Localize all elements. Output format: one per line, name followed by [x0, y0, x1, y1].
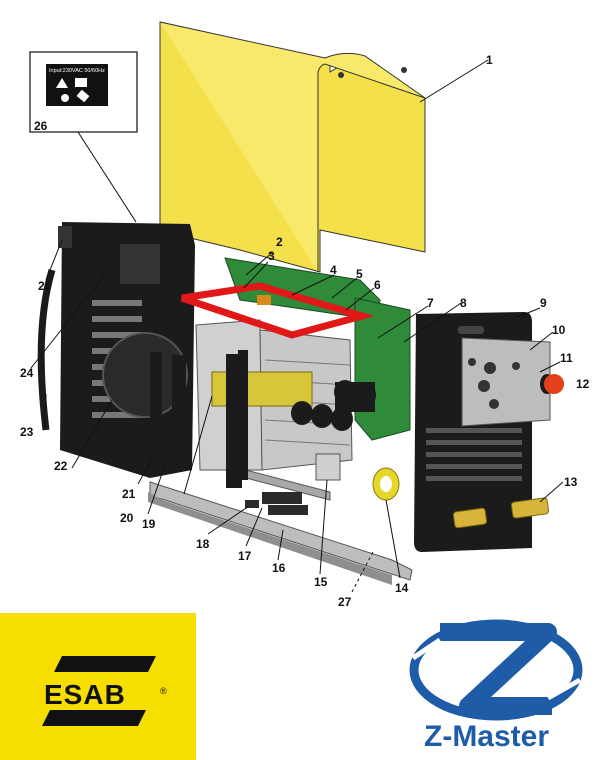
- callout-20: 20: [120, 511, 134, 525]
- callout-11: 11: [560, 351, 573, 365]
- control-panel-plate-part-10: [461, 337, 551, 427]
- callout-18: 18: [196, 537, 210, 551]
- callout-8: 8: [460, 296, 467, 310]
- support-posts: [150, 350, 248, 488]
- small-components: [245, 492, 308, 515]
- callout-14: 14: [395, 581, 409, 595]
- callout-12: 12: [576, 377, 590, 391]
- front-panel-part-9: [414, 312, 551, 552]
- callout-1: 1: [486, 53, 493, 67]
- esab-registered-mark: ®: [160, 686, 167, 696]
- plug-icon: [76, 89, 90, 103]
- output-connectors-part-13: [452, 497, 550, 529]
- callout-6: 6: [374, 278, 381, 292]
- callout-5: 5: [356, 267, 363, 281]
- screw-hole-icon: [338, 72, 344, 78]
- callout-27: 27: [338, 595, 352, 609]
- callout-21: 21: [122, 487, 136, 501]
- callout-25: 25: [38, 279, 52, 293]
- manual-book-icon: [75, 78, 87, 87]
- callout-26: 26: [34, 119, 48, 133]
- callout-23: 23: [20, 425, 34, 439]
- rating-label-part-26: Input:230VAC 50/60Hz: [29, 51, 138, 133]
- warning-triangle-icon: [56, 78, 68, 88]
- callout-10: 10: [552, 323, 566, 337]
- callout-2: 2: [276, 235, 283, 249]
- callout-3: 3: [268, 249, 275, 263]
- highlight-frame: [180, 282, 375, 339]
- ferrite-ring-part-14: [372, 467, 400, 501]
- callout-7: 7: [427, 296, 434, 310]
- callout-9: 9: [540, 296, 547, 310]
- capacitors: [291, 380, 376, 431]
- zmaster-logo: [409, 619, 583, 721]
- rating-label-text: Input:230VAC 50/60Hz: [49, 68, 105, 74]
- rear-panel-assembly: [37, 222, 195, 478]
- esab-wordmark: ESAB: [44, 679, 126, 710]
- callout-13: 13: [564, 475, 578, 489]
- leader-lines: [30, 59, 564, 593]
- callout-24: 24: [20, 366, 34, 380]
- esab-logo: [0, 613, 196, 760]
- screw-hole-icon: [401, 67, 407, 73]
- knob-part-12: [540, 374, 564, 394]
- callout-labels: 1 2 3 4 5 6 7 8 9 10 11 12 13 14 15 16 1…: [20, 53, 590, 609]
- inductor-part-15: [315, 453, 341, 481]
- callout-22: 22: [54, 459, 68, 473]
- zmaster-wordmark: Z-Master: [424, 720, 550, 753]
- callout-19: 19: [142, 517, 156, 531]
- top-cover-part-1: [159, 21, 426, 273]
- callout-17: 17: [238, 549, 252, 563]
- heatsink-assembly: [195, 319, 353, 471]
- fan-icon: [102, 332, 188, 418]
- callout-4: 4: [330, 263, 337, 277]
- base-plate-part-16: [148, 469, 413, 585]
- dot-icon: [61, 94, 69, 102]
- handle-part-23: [37, 268, 56, 431]
- callout-16: 16: [272, 561, 286, 575]
- callout-15: 15: [314, 575, 328, 589]
